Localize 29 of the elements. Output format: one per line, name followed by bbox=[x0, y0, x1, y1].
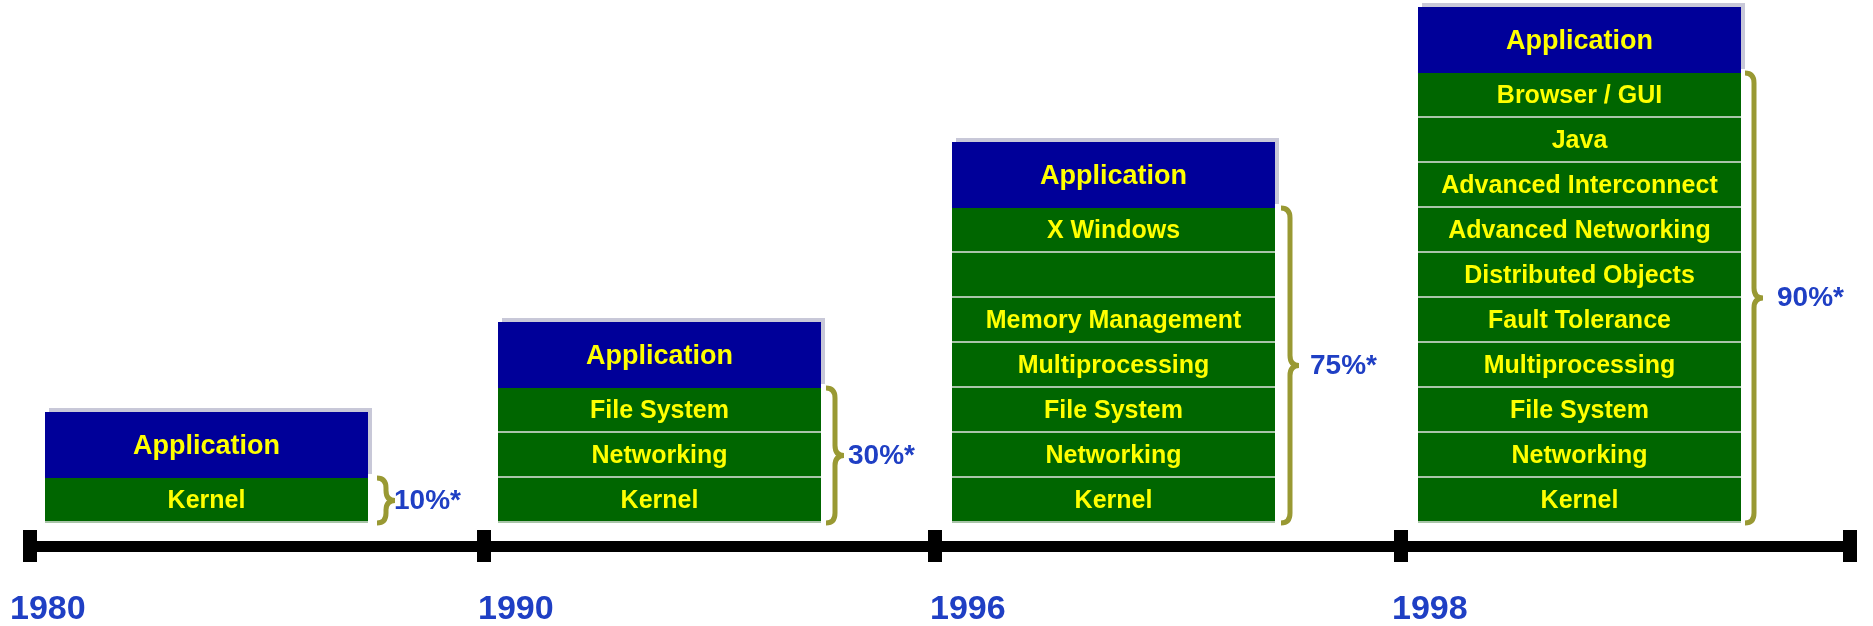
year-label: 1996 bbox=[930, 588, 1006, 626]
layer-box: Advanced Networking bbox=[1418, 208, 1741, 253]
year-label: 1990 bbox=[478, 588, 554, 626]
layer-box bbox=[952, 253, 1275, 298]
layer-box: Java bbox=[1418, 118, 1741, 163]
layer-box: Kernel bbox=[498, 478, 821, 523]
layer-box: Advanced Interconnect bbox=[1418, 163, 1741, 208]
layer-box: Multiprocessing bbox=[1418, 343, 1741, 388]
year-label: 1980 bbox=[10, 588, 86, 626]
layer-box: Distributed Objects bbox=[1418, 253, 1741, 298]
layer-box: Kernel bbox=[952, 478, 1275, 523]
percentage-label: 75%* bbox=[1310, 348, 1377, 381]
layer-box: Multiprocessing bbox=[952, 343, 1275, 388]
layer-box: Fault Tolerance bbox=[1418, 298, 1741, 343]
layer-box: Kernel bbox=[45, 478, 368, 523]
layer-box: File System bbox=[498, 388, 821, 433]
percentage-label: 10%* bbox=[394, 483, 461, 516]
layer-box: Memory Management bbox=[952, 298, 1275, 343]
layer-box: X Windows bbox=[952, 208, 1275, 253]
percentage-label: 30%* bbox=[848, 438, 915, 471]
layer-box: File System bbox=[952, 388, 1275, 433]
percentage-label: 90%* bbox=[1777, 281, 1844, 313]
layer-box: Kernel bbox=[1418, 478, 1741, 523]
layer-box: Networking bbox=[952, 433, 1275, 478]
year-label: 1998 bbox=[1392, 588, 1468, 626]
layer-box: Networking bbox=[1418, 433, 1741, 478]
layer-box: Browser / GUI bbox=[1418, 73, 1741, 118]
layer-box: Networking bbox=[498, 433, 821, 478]
layer-box: File System bbox=[1418, 388, 1741, 433]
